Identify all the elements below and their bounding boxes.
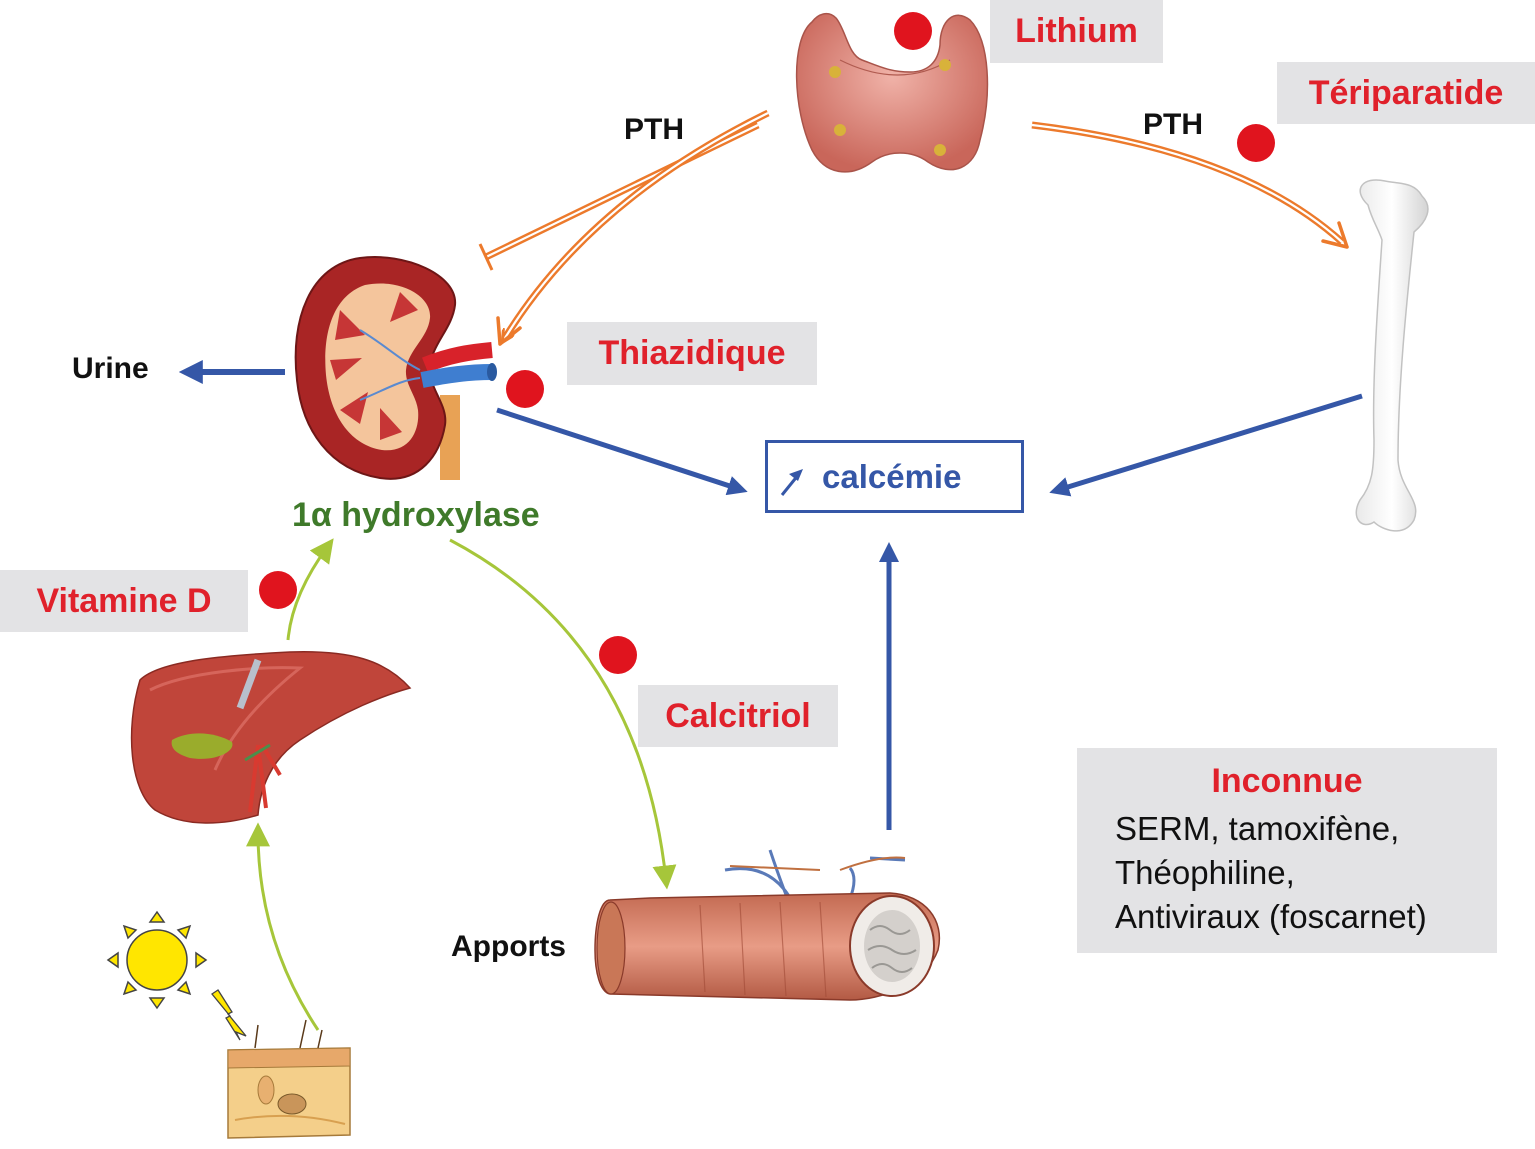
vitamin-arrows [246,538,677,1031]
calcemie-box: calcémie [765,440,1024,513]
unknown-title: Inconnue [1211,762,1363,800]
unknown-line: SERM, tamoxifène, [1115,810,1400,847]
teriparatide-marker [1237,124,1275,162]
hydroxylase-label: 1α hydroxylase [292,496,540,534]
bone-icon [1355,179,1429,532]
calcitriol-marker [599,636,637,674]
thyroid-icon [795,12,989,173]
lithium-marker [894,12,932,50]
intestine-icon [594,849,941,1001]
apports-label: Apports [451,930,566,963]
drug-label-calcitriol: Calcitriol [638,685,838,747]
thiazidique-marker [506,370,544,408]
drug-label-thiazidique: Thiazidique [567,322,817,385]
urine-label: Urine [72,352,149,385]
calcium-arrows [178,360,1363,830]
vitamine-d-marker [259,571,297,609]
pth-label-left: PTH [624,113,684,146]
unknown-line: Antiviraux (foscarnet) [1115,898,1427,935]
pth-label-right: PTH [1143,108,1203,141]
liver-icon [130,651,412,824]
sun-icon [106,910,208,1010]
kidney-icon [294,256,497,480]
drug-label-teriparatide: Tériparatide [1277,62,1535,124]
pth-arrows [478,109,1349,346]
drug-markers [259,12,1275,674]
lightning-icon [211,989,247,1041]
increase-arrow-icon [780,469,803,496]
skin-icon [227,1019,351,1139]
unknown-line: Théophiline, [1115,854,1295,891]
drug-label-lithium: Lithium [990,0,1163,63]
drug-label-vitamine-d: Vitamine D [0,570,248,632]
unknown-drugs-box: Inconnue SERM, tamoxifène, Théophiline, … [1077,748,1497,953]
calcemie-label: calcémie [822,457,962,495]
